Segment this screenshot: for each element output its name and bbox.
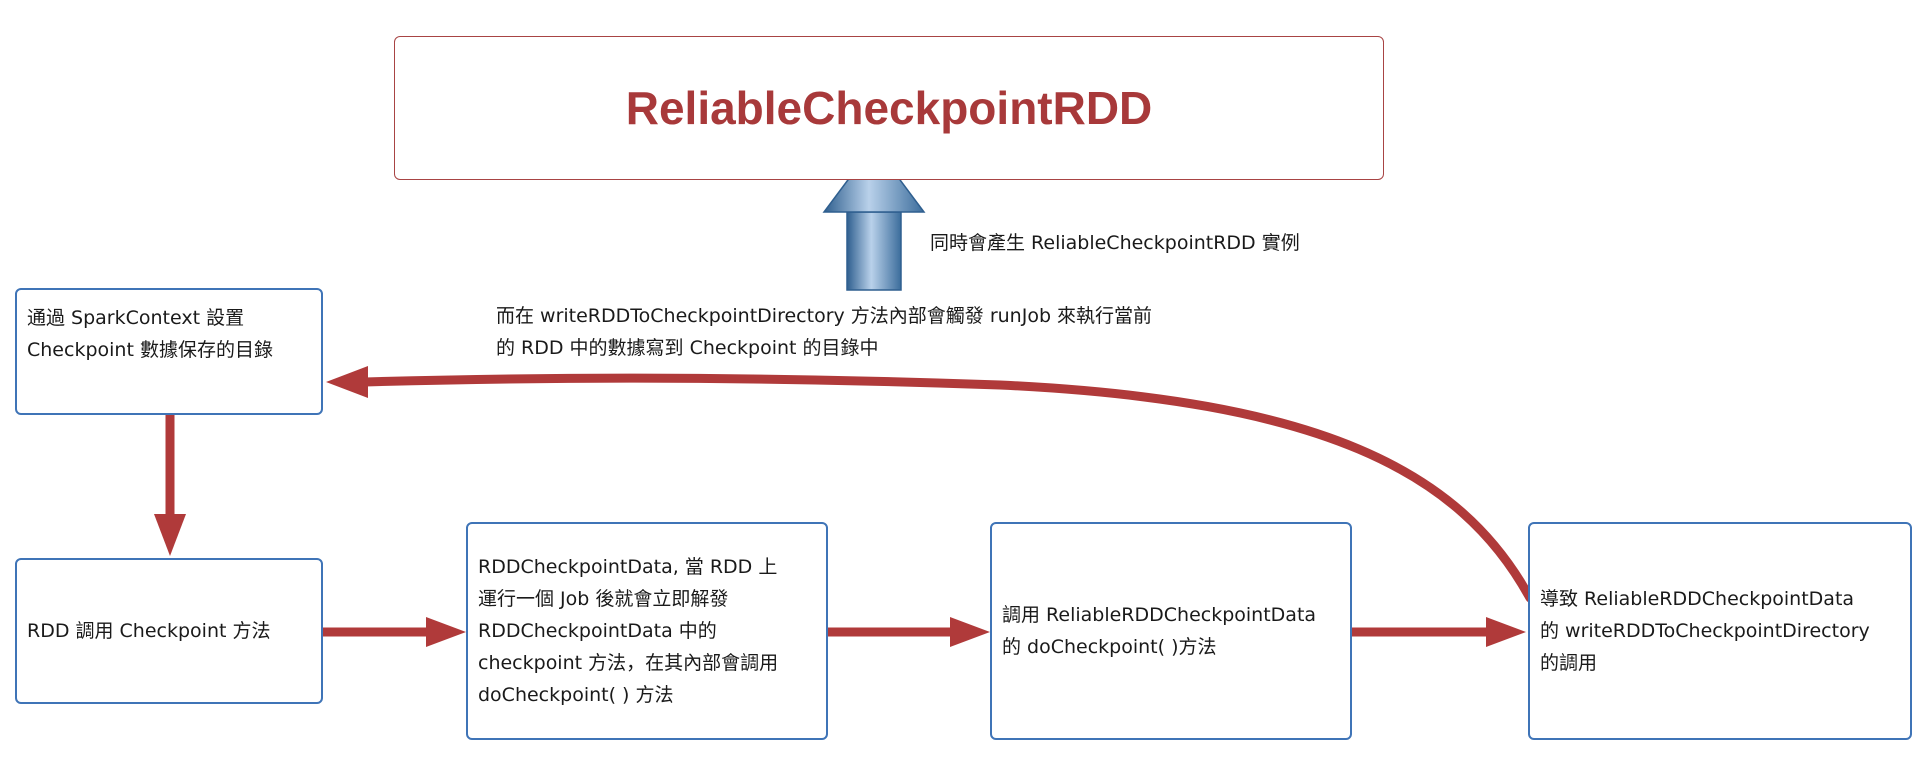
arrow-checkpointdata-to-docheckpoint bbox=[826, 617, 990, 647]
box-write-rdd-call: 導致 ReliableRDDCheckpointData 的 writeRDDT… bbox=[1528, 522, 1912, 740]
note-run-job: 而在 writeRDDToCheckpointDirectory 方法內部會觸發… bbox=[496, 305, 1153, 359]
box-reliable-do-checkpoint: 調用 ReliableRDDCheckpointData 的 doCheckpo… bbox=[990, 522, 1352, 740]
diagram-title: ReliableCheckpointRDD bbox=[625, 82, 1153, 134]
box-rdd-checkpoint-data: RDDCheckpointData, 當 RDD 上 運行一個 Job 後就會立… bbox=[466, 522, 828, 740]
note-produce-instance: 同時會產生 ReliableCheckpointRDD 實例 bbox=[930, 232, 1300, 254]
box-rdd-call-checkpoint-text: RDD 調用 Checkpoint 方法 bbox=[27, 620, 271, 642]
reliable-checkpoint-rdd-box: ReliableCheckpointRDD bbox=[394, 36, 1384, 180]
arrow-setdir-to-rddcall bbox=[154, 413, 186, 556]
box-rdd-call-checkpoint: RDD 調用 Checkpoint 方法 bbox=[15, 558, 323, 704]
box-set-checkpoint-dir-text: 通過 SparkContext 設置 Checkpoint 數據保存的目錄 bbox=[27, 307, 273, 361]
box-set-checkpoint-dir: 通過 SparkContext 設置 Checkpoint 數據保存的目錄 bbox=[15, 288, 323, 415]
arrow-rddcall-to-checkpointdata bbox=[322, 617, 466, 647]
box-rdd-checkpoint-data-text: RDDCheckpointData, 當 RDD 上 運行一個 Job 後就會立… bbox=[478, 556, 779, 706]
arrow-docheckpoint-to-writerdd bbox=[1350, 617, 1526, 647]
box-write-rdd-call-text: 導致 ReliableRDDCheckpointData 的 writeRDDT… bbox=[1540, 588, 1870, 674]
box-reliable-do-checkpoint-text: 調用 ReliableRDDCheckpointData 的 doCheckpo… bbox=[1002, 604, 1317, 658]
